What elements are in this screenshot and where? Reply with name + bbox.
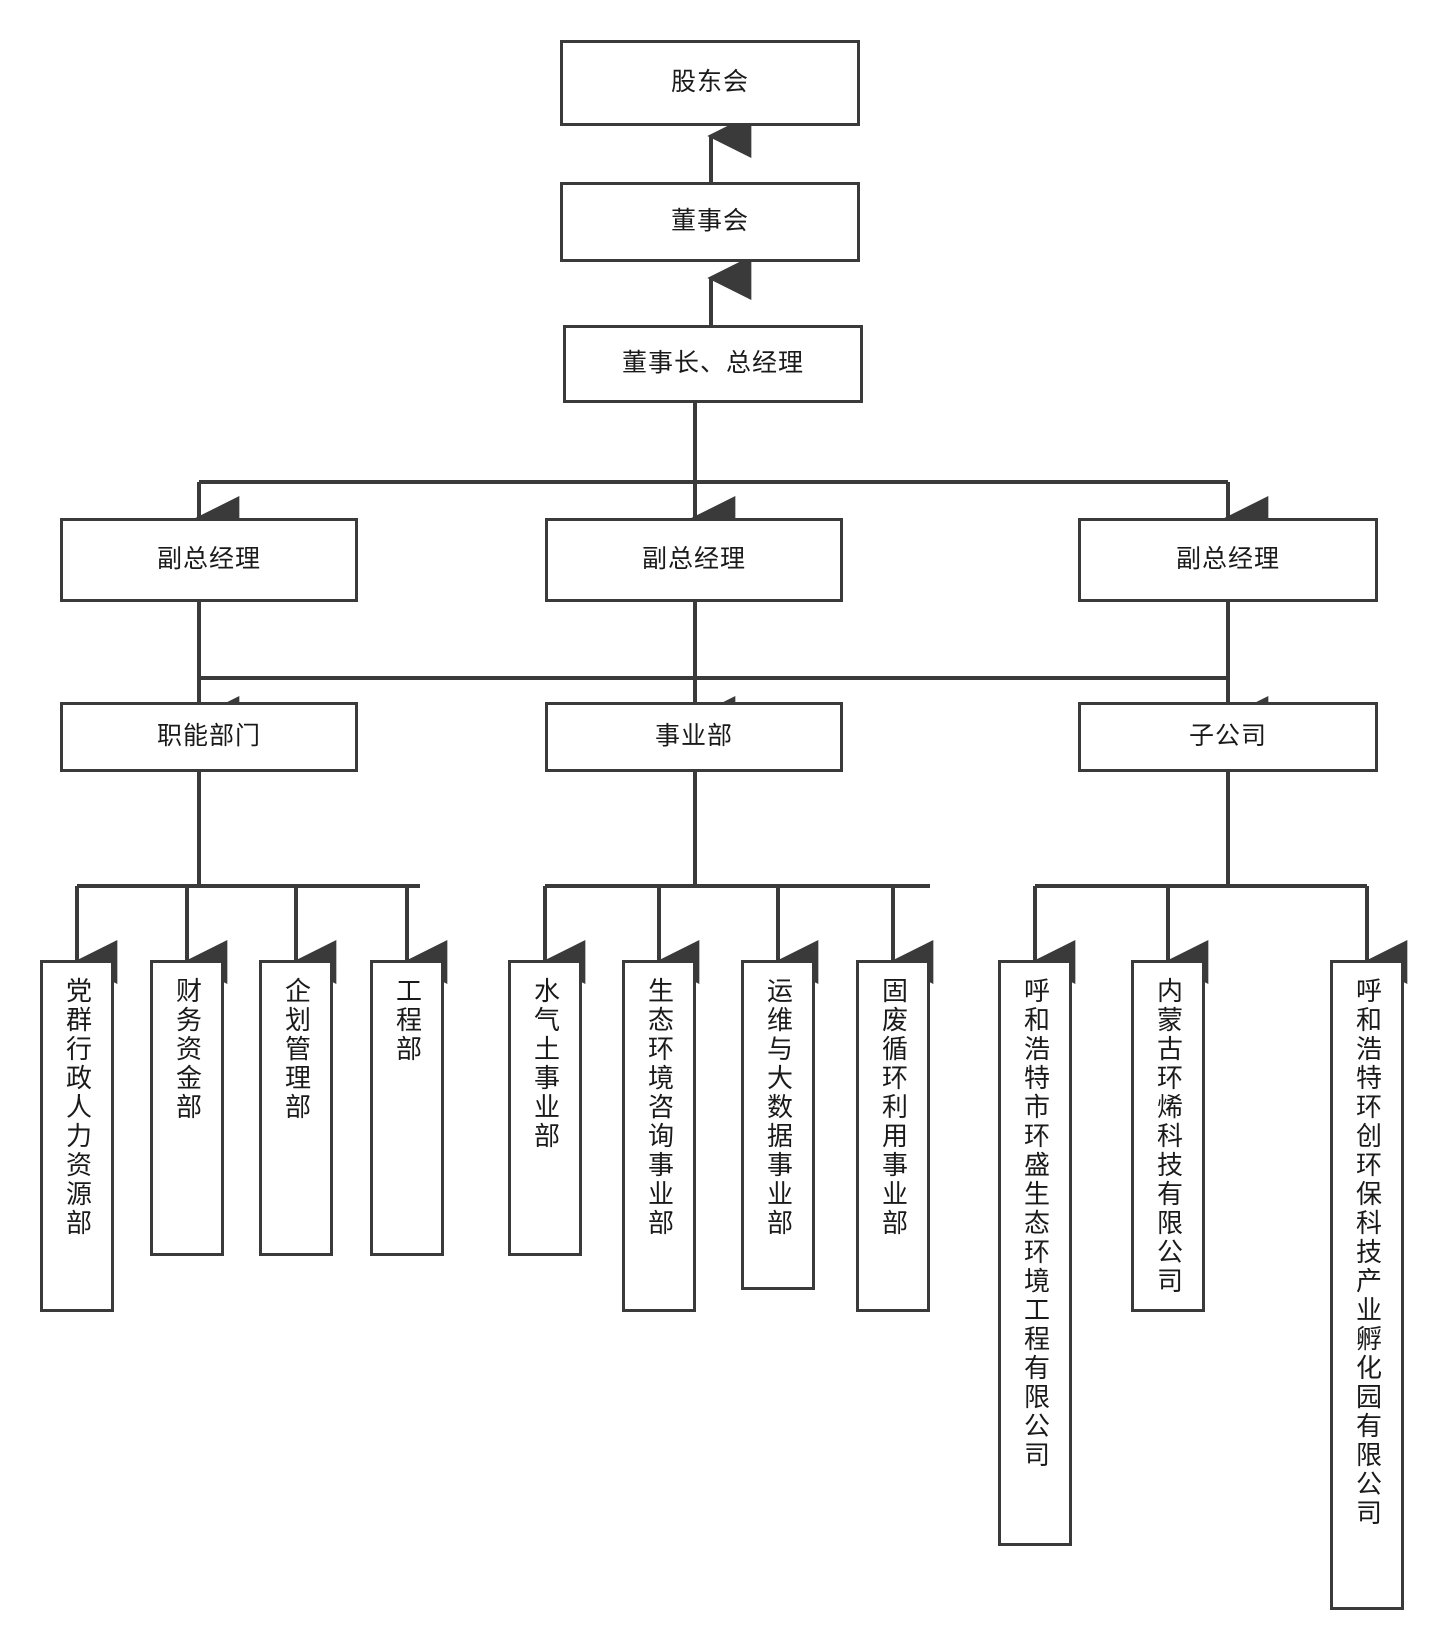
node-label: 党群行政人力资源部 [62, 977, 93, 1238]
node-label: 呼和浩特环创环保科技产业孵化园有限公司 [1352, 977, 1383, 1528]
node-label: 董事长、总经理 [621, 349, 804, 378]
node-dept-party-admin-hr[interactable]: 党群行政人力资源部 [40, 960, 114, 1312]
node-board-of-directors[interactable]: 董事会 [560, 182, 860, 262]
node-label: 副总经理 [156, 545, 261, 574]
node-label: 水气土事业部 [530, 977, 561, 1151]
node-label: 财务资金部 [172, 977, 203, 1122]
node-bu-water-air-soil[interactable]: 水气土事业部 [508, 960, 582, 1256]
node-label: 副总经理 [1175, 545, 1280, 574]
node-label: 运维与大数据事业部 [763, 977, 794, 1238]
node-label: 企划管理部 [281, 977, 312, 1122]
node-deputy-general-manager-3[interactable]: 副总经理 [1078, 518, 1378, 602]
node-dept-planning-management[interactable]: 企划管理部 [259, 960, 333, 1256]
node-label: 副总经理 [641, 545, 746, 574]
node-subsidiary-huanchuang[interactable]: 呼和浩特环创环保科技产业孵化园有限公司 [1330, 960, 1404, 1610]
node-label: 固废循环利用事业部 [878, 977, 909, 1238]
node-bu-eco-environment-consulting[interactable]: 生态环境咨询事业部 [622, 960, 696, 1312]
node-subsidiary-huansheng[interactable]: 呼和浩特市环盛生态环境工程有限公司 [998, 960, 1072, 1546]
node-label: 呼和浩特市环盛生态环境工程有限公司 [1020, 977, 1051, 1470]
node-label: 职能部门 [156, 722, 261, 751]
node-deputy-general-manager-1[interactable]: 副总经理 [60, 518, 358, 602]
node-label: 工程部 [392, 977, 423, 1064]
node-chairman-general-manager[interactable]: 董事长、总经理 [563, 325, 863, 403]
node-functional-departments[interactable]: 职能部门 [60, 702, 358, 772]
node-subsidiaries[interactable]: 子公司 [1078, 702, 1378, 772]
node-label: 内蒙古环烯科技有限公司 [1153, 977, 1184, 1296]
node-label: 事业部 [654, 722, 733, 751]
node-subsidiary-huanxi[interactable]: 内蒙古环烯科技有限公司 [1131, 960, 1205, 1312]
node-business-units[interactable]: 事业部 [545, 702, 843, 772]
node-shareholders-meeting[interactable]: 股东会 [560, 40, 860, 126]
node-dept-engineering[interactable]: 工程部 [370, 960, 444, 1256]
node-deputy-general-manager-2[interactable]: 副总经理 [545, 518, 843, 602]
node-label: 子公司 [1188, 722, 1267, 751]
node-label: 生态环境咨询事业部 [644, 977, 675, 1238]
node-label: 董事会 [670, 207, 749, 236]
node-label: 股东会 [670, 68, 749, 97]
node-dept-finance-funds[interactable]: 财务资金部 [150, 960, 224, 1256]
node-bu-solid-waste-recycling[interactable]: 固废循环利用事业部 [856, 960, 930, 1312]
node-bu-operations-bigdata[interactable]: 运维与大数据事业部 [741, 960, 815, 1290]
